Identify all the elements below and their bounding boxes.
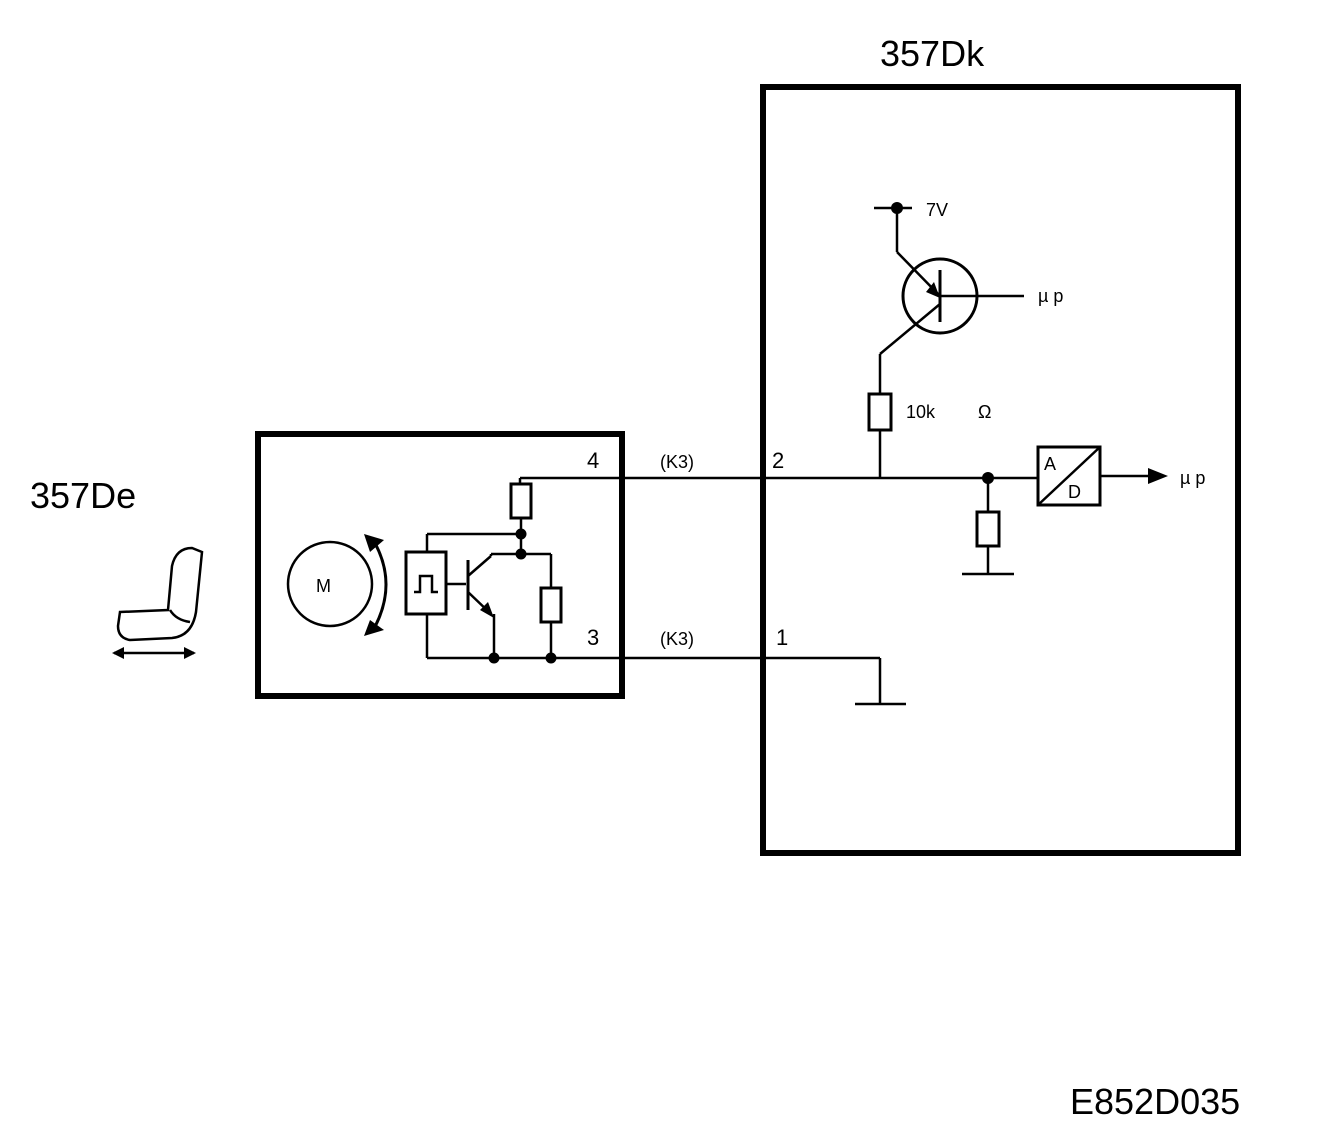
mu-p-top-label: µ p — [1038, 286, 1063, 306]
hall-element — [404, 550, 448, 616]
motor-label: M — [316, 576, 331, 596]
hall-sensor-circuit — [404, 482, 563, 664]
wire-signal — [518, 476, 1038, 486]
component-label-left: 357De — [30, 475, 136, 516]
resistor-10k — [867, 392, 893, 432]
wire-ground — [427, 656, 906, 706]
pin-3-label: 3 — [587, 625, 599, 650]
resistor-value-label: 10k — [906, 402, 936, 422]
resistor-right — [539, 586, 563, 624]
supply-voltage-label: 7V — [926, 200, 948, 220]
adc-a-label: A — [1044, 454, 1056, 474]
module-box-right — [760, 84, 1241, 856]
adc-circuit: A D µ p — [962, 445, 1205, 576]
seat-icon — [112, 546, 204, 659]
resistor-pulldown — [975, 510, 1001, 548]
ohm-symbol: Ω — [978, 402, 991, 422]
figure-id: E852D035 — [1070, 1081, 1240, 1122]
pin-2-label: 2 — [772, 448, 784, 473]
mu-p-right-label: µ p — [1180, 468, 1205, 488]
wire-label-bottom: (K3) — [660, 629, 694, 649]
component-label-right: 357Dk — [880, 33, 985, 74]
wire-label-top: (K3) — [660, 452, 694, 472]
adc-d-label: D — [1068, 482, 1081, 502]
motor-symbol: M — [286, 534, 388, 636]
pin-1-label: 1 — [776, 625, 788, 650]
supply-circuit: 7V µ p 10k Ω — [867, 200, 1063, 478]
resistor-upper — [509, 482, 533, 520]
module-box-left — [255, 431, 625, 699]
pin-4-label: 4 — [587, 448, 599, 473]
